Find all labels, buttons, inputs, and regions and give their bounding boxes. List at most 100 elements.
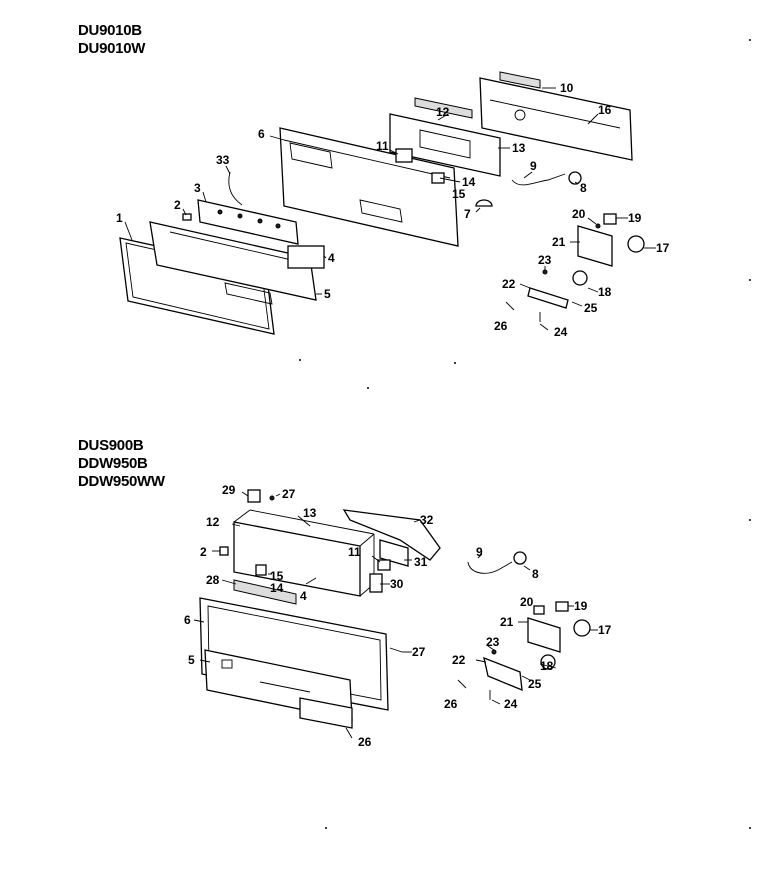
part-26-pin <box>457 679 467 689</box>
part-12-control-module <box>233 509 375 597</box>
part-15-switch <box>255 564 267 576</box>
part-26-label <box>299 697 353 729</box>
part-21-bracket <box>527 617 561 653</box>
model-number: DDW950B <box>78 455 148 472</box>
callout-2: 2 <box>200 545 207 559</box>
callout-23: 23 <box>486 635 500 649</box>
part-26-pin <box>505 301 515 311</box>
leader-lines <box>124 87 656 331</box>
callout-19: 19 <box>574 599 588 613</box>
callout-12: 12 <box>206 515 220 529</box>
callout-8: 8 <box>580 181 587 195</box>
callout-13: 13 <box>512 141 526 155</box>
model-list-top: DU9010B DU9010W <box>78 22 145 58</box>
callout-17: 17 <box>598 623 612 637</box>
part-2-clip <box>219 546 229 556</box>
part-20-block <box>533 605 545 615</box>
part-22-lever <box>527 287 569 309</box>
part-20-screw <box>595 223 601 229</box>
callout-26: 26 <box>494 319 508 333</box>
callout-6: 6 <box>184 613 191 627</box>
callout-23: 23 <box>538 253 552 267</box>
callout-16: 16 <box>598 103 612 117</box>
callout-31: 31 <box>414 555 428 569</box>
callout-18: 18 <box>598 285 612 299</box>
part-14-bracket <box>431 172 445 184</box>
part-11-switch <box>395 148 413 163</box>
part-21-bracket <box>577 225 613 267</box>
callout-12: 12 <box>436 105 450 119</box>
part-9-wire <box>511 173 566 186</box>
callout-24: 24 <box>504 697 518 711</box>
part-11-switch <box>377 559 391 571</box>
part-8-knob <box>568 171 582 185</box>
callout-14: 14 <box>270 581 284 595</box>
callout-21: 21 <box>500 615 514 629</box>
part-12-control-board <box>389 97 501 177</box>
callout-28: 28 <box>206 573 220 587</box>
model-number: DU9010W <box>78 40 146 57</box>
part-19-cap <box>555 601 569 612</box>
callout-6: 6 <box>258 127 265 141</box>
callout-19: 19 <box>628 211 642 225</box>
callout-24: 24 <box>554 325 568 339</box>
part-27-screw <box>269 495 275 501</box>
callout-25: 25 <box>528 677 542 691</box>
callout-33: 33 <box>216 153 230 167</box>
callout-4: 4 <box>300 589 307 603</box>
callout-18: 18 <box>540 659 554 673</box>
leader-lines <box>193 491 598 739</box>
callout-1: 1 <box>116 211 123 225</box>
callout-4: 4 <box>328 251 335 265</box>
callout-26: 26 <box>358 735 372 749</box>
callout-7: 7 <box>464 207 471 221</box>
callout-9: 9 <box>476 545 483 559</box>
part-22-lever <box>483 656 523 692</box>
callout-26-b: 26 <box>444 697 458 711</box>
part-4-label <box>287 245 325 269</box>
callout-14: 14 <box>462 175 476 189</box>
part-8-knob <box>513 551 527 565</box>
model-number: DUS900B <box>78 437 144 454</box>
model-list-bottom: DUS900B DDW950B DDW950WW <box>78 437 165 491</box>
part-28-keypad <box>233 579 297 605</box>
part-23-pin <box>491 649 497 655</box>
part-7-dome <box>475 199 493 207</box>
part-30-cover <box>369 573 383 593</box>
part-33-ribbon-cable <box>228 171 243 206</box>
model-number: DU9010B <box>78 22 142 39</box>
callout-22: 22 <box>452 653 466 667</box>
part-27-screw <box>389 647 403 653</box>
callout-13: 13 <box>303 506 317 520</box>
callout-2: 2 <box>174 198 181 212</box>
callout-5: 5 <box>188 653 195 667</box>
callout-27-b: 27 <box>412 645 426 659</box>
callout-17: 17 <box>656 241 670 255</box>
part-2-clip <box>182 213 192 221</box>
callout-5: 5 <box>324 287 331 301</box>
part-18-gear <box>572 270 588 286</box>
model-number: DDW950WW <box>78 473 165 490</box>
bottom-exploded-view: 29 27 13 12 2 15 14 4 28 6 5 26 11 31 30… <box>184 483 612 749</box>
part-19-cap <box>603 213 617 225</box>
callout-21: 21 <box>552 235 566 249</box>
callout-15: 15 <box>270 569 284 583</box>
part-17-motor <box>627 235 645 253</box>
callout-8: 8 <box>532 567 539 581</box>
callout-20: 20 <box>520 595 534 609</box>
callout-3: 3 <box>194 181 201 195</box>
part-3-keypad-board <box>197 199 299 245</box>
callout-32: 32 <box>420 513 434 527</box>
part-9-wire <box>467 561 513 574</box>
callout-25: 25 <box>584 301 598 315</box>
callout-10: 10 <box>560 81 574 95</box>
callout-11: 11 <box>348 545 361 559</box>
part-16-chassis <box>479 71 633 161</box>
callout-11: 11 <box>376 139 389 153</box>
callout-9: 9 <box>530 159 537 173</box>
part-5-control-panel <box>149 221 317 305</box>
callout-15: 15 <box>452 187 466 201</box>
part-29-bracket <box>247 489 261 503</box>
callout-27: 27 <box>282 487 296 501</box>
